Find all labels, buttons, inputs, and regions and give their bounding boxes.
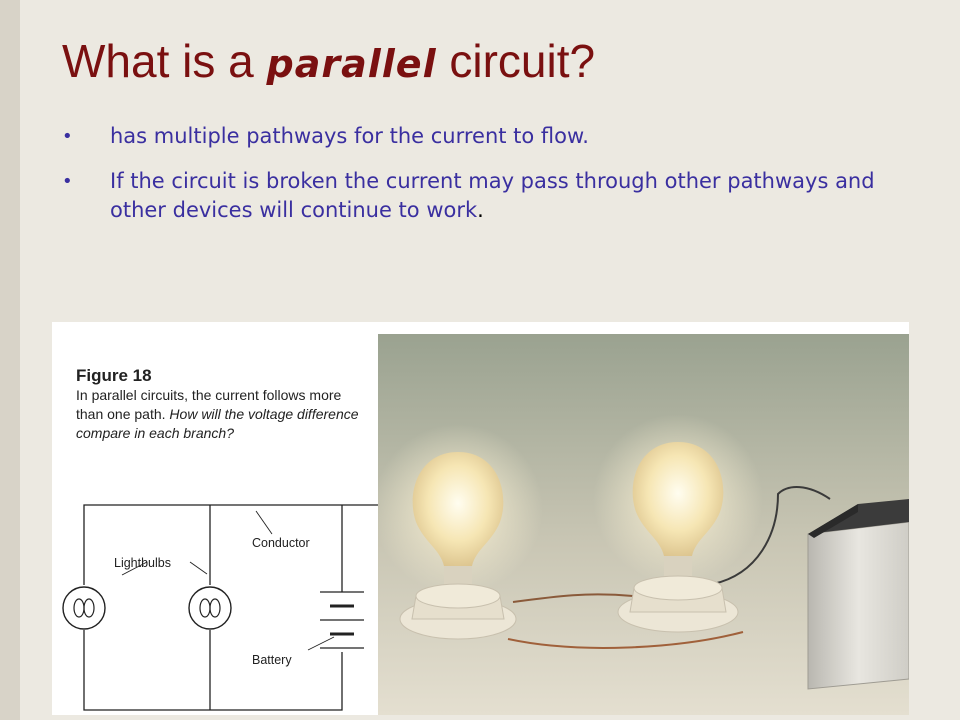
bullet-icon: • — [62, 126, 73, 147]
bullet-text: has multiple pathways for the current to… — [110, 124, 589, 148]
title-prefix: What is a — [62, 35, 267, 87]
bullet-list: • has multiple pathways for the current … — [62, 122, 922, 241]
label-lightbulbs: Lightbulbs — [114, 556, 171, 570]
circuit-diagram-panel: Figure 18 In parallel circuits, the curr… — [52, 322, 378, 715]
lightbulb-pointer-left — [121, 561, 148, 576]
circuit-diagram — [62, 504, 378, 711]
circuit-wire-bottom — [83, 630, 343, 711]
figure-title: Figure 18 — [76, 366, 152, 385]
figure-caption: Figure 18 In parallel circuits, the curr… — [76, 366, 366, 443]
bullet-icon: • — [62, 171, 73, 192]
bullet-item: • If the circuit is broken the current m… — [62, 167, 922, 225]
lightbulb-pointer-right — [189, 561, 208, 575]
title-suffix: circuit? — [436, 35, 596, 87]
slide-title: What is a parallel circuit? — [62, 34, 595, 88]
figure-caption-text: In parallel circuits, the current follow… — [76, 387, 342, 422]
circuit-wire-top — [83, 504, 378, 585]
battery-icon — [320, 591, 364, 649]
bullet-item: • has multiple pathways for the current … — [62, 122, 922, 151]
lightbulb-icon — [188, 586, 232, 630]
bullet-period: . — [477, 198, 484, 222]
conductor-pointer — [255, 510, 273, 535]
label-battery: Battery — [252, 653, 292, 667]
lightbulb-icon — [62, 586, 106, 630]
bullet-text: If the circuit is broken the current may… — [110, 169, 875, 222]
figure: Figure 18 In parallel circuits, the curr… — [52, 322, 910, 715]
battery-pointer — [307, 636, 335, 651]
label-conductor: Conductor — [252, 536, 310, 550]
slide-edge-stripe — [0, 0, 20, 720]
figure-question: How will the voltage difference compare … — [76, 406, 359, 441]
circuit-photo-illustration — [373, 334, 910, 715]
circuit-photo — [373, 334, 910, 715]
title-emphasis: parallel — [266, 42, 437, 86]
